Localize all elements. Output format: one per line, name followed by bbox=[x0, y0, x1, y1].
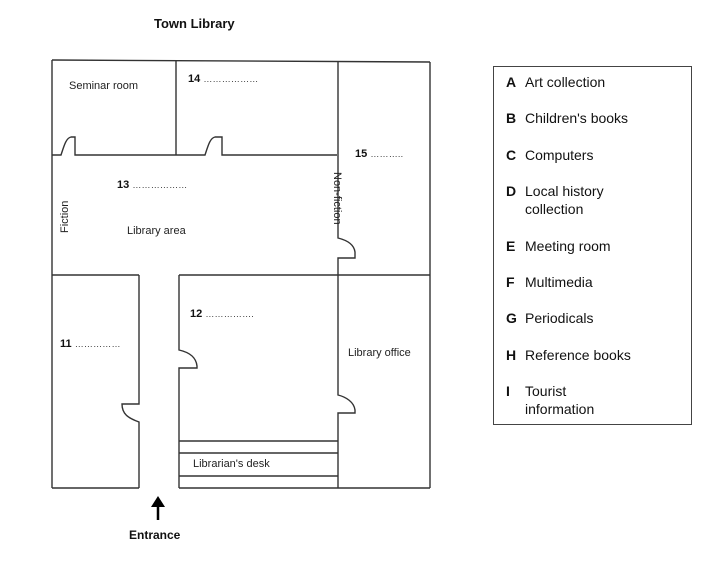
legend-item: A Art collection bbox=[506, 73, 605, 91]
legend-text: Tourist bbox=[525, 383, 567, 399]
question-number: 11 bbox=[60, 338, 72, 350]
room-label-library-office: Library office bbox=[348, 347, 411, 359]
wall-room15-left-with-door bbox=[337, 61, 356, 275]
question-13: 13 ……………… bbox=[117, 179, 188, 191]
wall-seminar-bottom-with-door bbox=[52, 136, 176, 156]
question-12: 12 ……………. bbox=[190, 308, 254, 320]
legend-text: Art collection bbox=[525, 74, 606, 90]
legend-key: F bbox=[506, 274, 515, 290]
legend-key: E bbox=[506, 238, 516, 254]
options-legend: A Art collection B Children's books C Compu… bbox=[493, 66, 692, 425]
question-14: 14 ……………… bbox=[188, 73, 259, 85]
wall-room11-right-with-door bbox=[121, 275, 140, 488]
legend-text: Local history bbox=[525, 183, 604, 199]
question-number: 13 bbox=[117, 179, 130, 191]
room-label-librarians-desk: Librarian's desk bbox=[193, 458, 270, 470]
legend-key: I bbox=[506, 383, 510, 399]
answer-blank[interactable]: ……………. bbox=[205, 309, 255, 319]
legend-key: H bbox=[506, 347, 517, 363]
wall-room12-left-with-door bbox=[178, 275, 198, 488]
entrance-label: Entrance bbox=[129, 528, 181, 542]
legend-text: Meeting room bbox=[525, 238, 611, 254]
wall-room14-bottom-with-door bbox=[176, 136, 337, 156]
legend-text: Children's books bbox=[525, 110, 629, 126]
legend-item: G Periodicals bbox=[506, 309, 593, 327]
question-number: 12 bbox=[190, 308, 203, 320]
legend-key: G bbox=[506, 310, 517, 326]
page-title: Town Library bbox=[154, 16, 235, 31]
legend-item: F Multimedia bbox=[506, 273, 593, 291]
legend-item: C Computers bbox=[506, 146, 593, 164]
wall-outer-top bbox=[51, 59, 431, 63]
room-label-seminar: Seminar room bbox=[69, 80, 139, 92]
entrance-arrow-icon bbox=[151, 496, 165, 520]
legend-key: B bbox=[506, 110, 517, 126]
answer-blank[interactable]: ……………… bbox=[203, 74, 259, 84]
wall-office-left-with-door bbox=[337, 275, 356, 488]
question-15: 15 ……….. bbox=[355, 148, 403, 160]
answer-blank[interactable]: ……………… bbox=[132, 180, 188, 190]
legend-item: D Local history collection bbox=[506, 182, 604, 218]
question-number: 14 bbox=[188, 73, 201, 85]
legend-text-line2: collection bbox=[525, 201, 584, 217]
legend-text: Multimedia bbox=[525, 274, 593, 290]
area-label-non-fiction: Non-fiction bbox=[331, 172, 343, 225]
legend-item: B Children's books bbox=[506, 109, 628, 127]
legend-item: H Reference books bbox=[506, 346, 631, 364]
area-label-fiction: Fiction bbox=[59, 200, 71, 233]
question-11: 11 …………… bbox=[60, 338, 121, 350]
legend-text: Periodicals bbox=[525, 310, 594, 326]
legend-text: Computers bbox=[525, 147, 594, 163]
question-number: 15 bbox=[355, 148, 368, 160]
answer-blank[interactable]: …………… bbox=[74, 339, 121, 349]
legend-key: A bbox=[506, 74, 517, 90]
legend-text-line2: information bbox=[525, 401, 595, 417]
legend-item: E Meeting room bbox=[506, 237, 611, 255]
legend-item: I Tourist information bbox=[506, 382, 594, 418]
legend-key: D bbox=[506, 183, 517, 199]
legend-text: Reference books bbox=[525, 347, 631, 363]
answer-blank[interactable]: ……….. bbox=[370, 149, 404, 159]
room-label-library-area: Library area bbox=[127, 225, 186, 237]
legend-key: C bbox=[506, 147, 517, 163]
